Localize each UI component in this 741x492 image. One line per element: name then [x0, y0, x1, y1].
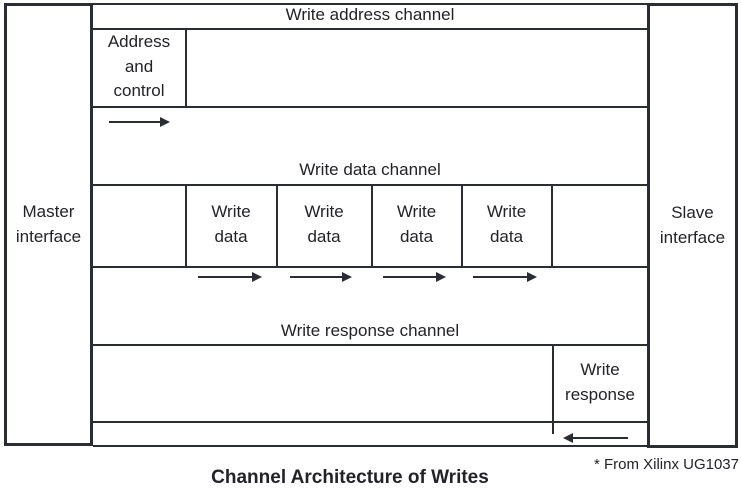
response-row-top-line [93, 344, 647, 346]
source-footnote: * From Xilinx UG1037 [593, 456, 739, 473]
address-and-control-label: Address and control [107, 32, 171, 101]
master-interface-label: Master interface [15, 201, 82, 246]
data-row-bottom-line [93, 266, 647, 268]
response-row-bottom-line [93, 421, 647, 423]
write-data-box: Write data [463, 186, 550, 264]
write-data-label: Write data [486, 202, 527, 246]
data-divider-2 [276, 184, 278, 268]
bottom-channel-line [93, 445, 647, 447]
data-divider-4 [461, 184, 463, 268]
data-divider-3 [371, 184, 373, 268]
master-interface-box: Master interface [4, 3, 93, 446]
write-response-channel-label: Write response channel [280, 321, 460, 340]
right-arrow-icon [383, 272, 446, 282]
right-arrow-icon [198, 272, 262, 282]
left-arrow-icon [563, 433, 628, 443]
write-data-box: Write data [278, 186, 370, 264]
write-data-label: Write data [304, 202, 344, 246]
write-data-channel-label: Write data channel [299, 160, 441, 179]
write-data-box: Write data [187, 186, 275, 264]
data-row-top-line [93, 184, 647, 186]
address-label-underline [93, 28, 647, 30]
top-channel-line [93, 3, 647, 5]
slave-interface-box: Slave interface [647, 3, 738, 448]
address-box-divider [185, 28, 187, 108]
write-data-box: Write data [373, 186, 460, 264]
write-address-channel-label: Write address channel [285, 5, 455, 24]
write-data-label: Write data [396, 202, 437, 246]
right-arrow-icon [473, 272, 537, 282]
data-divider-1 [185, 184, 187, 268]
write-data-label: Write data [211, 202, 251, 246]
write-response-label: Write response [565, 359, 635, 404]
right-arrow-icon [109, 117, 170, 127]
data-divider-5 [551, 184, 553, 268]
address-row-bottom-line [93, 106, 647, 108]
slave-interface-label: Slave interface [659, 202, 726, 247]
diagram-caption: Channel Architecture of Writes [211, 467, 489, 488]
right-arrow-icon [290, 272, 352, 282]
address-and-control-box: Address and control [94, 30, 184, 104]
write-response-box: Write response [554, 346, 646, 419]
response-box-divider [552, 344, 554, 434]
